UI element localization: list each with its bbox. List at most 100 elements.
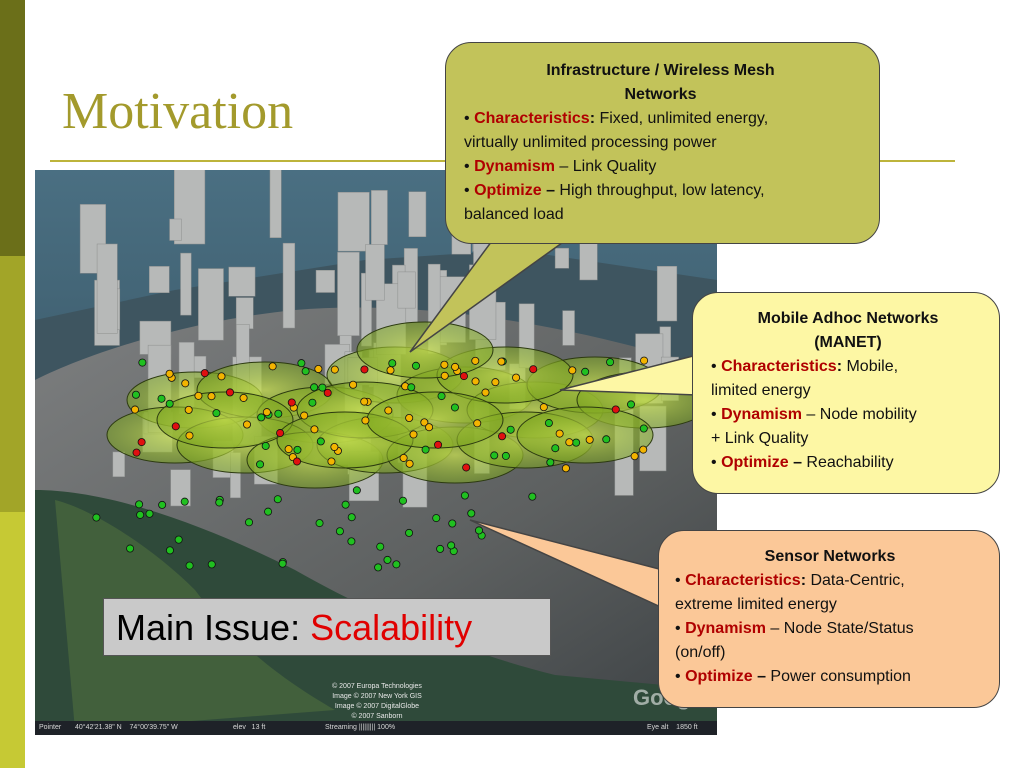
network-node <box>330 442 339 451</box>
network-node <box>421 445 430 454</box>
network-node <box>561 464 570 473</box>
network-node <box>388 359 397 368</box>
network-node <box>157 394 166 403</box>
network-node <box>420 418 429 427</box>
optimize-text: balanced load <box>464 206 564 223</box>
network-node <box>491 378 500 387</box>
bullet: • <box>464 110 470 127</box>
network-node <box>318 383 327 392</box>
network-node <box>262 408 271 417</box>
network-node <box>640 356 649 365</box>
keyword-characteristics: Characteristics <box>685 572 801 589</box>
network-node <box>138 358 147 367</box>
characteristics-text: Mobile, <box>842 358 899 375</box>
network-node <box>185 561 194 570</box>
network-node <box>539 403 548 412</box>
network-node <box>473 419 482 428</box>
network-node <box>137 438 146 447</box>
network-node <box>165 399 174 408</box>
network-node <box>405 459 414 468</box>
callout-title: Mobile Adhoc Networks <box>757 310 939 327</box>
keyword-optimize: Optimize <box>685 668 753 685</box>
credit-line: Image © 2007 New York GIS <box>332 693 422 700</box>
network-node <box>316 437 325 446</box>
network-node <box>131 390 140 399</box>
network-node <box>471 377 480 386</box>
optimize-text: Reachability <box>801 454 894 471</box>
network-node <box>256 460 265 469</box>
network-node <box>376 542 385 551</box>
network-node <box>471 356 480 365</box>
sensor-callout: Sensor Networks • Characteristics: Data-… <box>658 530 1000 708</box>
network-node <box>498 432 507 441</box>
infra-callout-tail <box>409 229 583 353</box>
network-node <box>544 419 553 428</box>
building <box>397 271 416 309</box>
network-node <box>512 373 521 382</box>
network-node <box>257 413 266 422</box>
network-node <box>184 405 193 414</box>
building <box>149 266 170 293</box>
building <box>228 266 256 297</box>
bullet: • <box>464 158 470 175</box>
dash: – <box>752 668 766 685</box>
network-node <box>264 507 273 516</box>
network-node <box>627 400 636 409</box>
keyword-dynamism: Dynamism <box>474 158 555 175</box>
manet-callout: Mobile Adhoc Networks (MANET) • Characte… <box>692 292 1000 494</box>
map-status-bar: Pointer 40°42'21.38" N 74°00'39.75" W el… <box>35 721 717 735</box>
network-node <box>330 365 339 374</box>
bullet: • <box>711 358 717 375</box>
network-node <box>215 498 224 507</box>
network-node <box>341 500 350 509</box>
network-node <box>200 369 209 378</box>
network-node <box>217 372 226 381</box>
manet-callout-tail <box>559 354 698 396</box>
streaming-status: Streaming ||||||||| 100% <box>325 724 396 731</box>
network-node <box>409 430 418 439</box>
network-node <box>399 453 408 462</box>
colon: : <box>836 358 843 375</box>
sensor-callout-tail <box>469 519 664 610</box>
network-node <box>293 445 302 454</box>
network-node <box>440 360 449 369</box>
network-node <box>310 425 319 434</box>
network-node <box>490 451 499 460</box>
network-node <box>273 495 282 504</box>
dash: – <box>788 454 802 471</box>
sidebar-bar-mid <box>0 256 25 512</box>
network-node <box>261 441 270 450</box>
network-node <box>300 411 309 420</box>
network-node <box>174 535 183 544</box>
building <box>337 192 370 252</box>
network-node <box>411 361 420 370</box>
building <box>112 451 125 477</box>
network-node <box>360 397 369 406</box>
network-node <box>481 388 490 397</box>
pointer-label: Pointer <box>39 724 62 731</box>
network-node <box>165 369 174 378</box>
network-node <box>165 546 174 555</box>
building <box>180 252 192 316</box>
network-node <box>392 560 401 569</box>
network-node <box>323 388 332 397</box>
dynamism-text: – Node mobility <box>801 406 917 423</box>
network-node <box>436 544 445 553</box>
network-node <box>602 435 611 444</box>
optimize-text: Power consumption <box>765 668 911 685</box>
network-node <box>384 406 393 415</box>
building <box>315 270 335 293</box>
network-node <box>181 379 190 388</box>
network-node <box>310 383 319 392</box>
building <box>269 170 282 238</box>
network-node <box>528 492 537 501</box>
network-node <box>207 392 216 401</box>
network-node <box>448 519 457 528</box>
network-node <box>434 440 443 449</box>
network-node <box>440 371 449 380</box>
main-issue-value: Scalability <box>310 607 473 648</box>
building <box>282 242 296 329</box>
network-node <box>194 391 203 400</box>
network-node <box>399 496 408 505</box>
network-node <box>581 367 590 376</box>
